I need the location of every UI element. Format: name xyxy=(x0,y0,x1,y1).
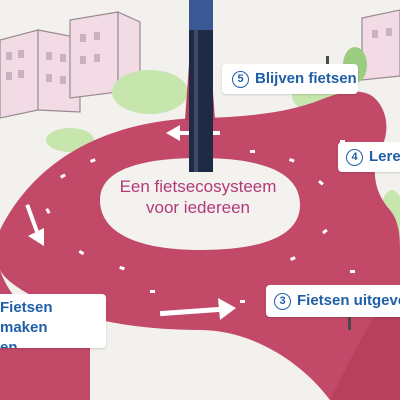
building-windows xyxy=(6,28,392,84)
center-island xyxy=(100,158,300,250)
bollard-icon xyxy=(326,56,351,330)
sign-label: Blijven fietsen xyxy=(255,70,357,87)
sign-number-badge: 4 xyxy=(346,149,363,166)
sign-fietsen-uitgeven: 3 Fietsen uitgeven xyxy=(266,285,400,317)
road-markings xyxy=(45,140,355,303)
sign-number-badge: 3 xyxy=(274,293,291,310)
sign-label-line2: en onderhouden xyxy=(0,339,18,348)
arrow-down-icon xyxy=(25,204,44,246)
center-title-line1: Een fietsecosysteem xyxy=(119,177,277,196)
center-title-line2: voor iedereen xyxy=(146,198,250,217)
sign-label: Leren xyxy=(369,148,400,165)
arrow-right-icon xyxy=(159,298,236,320)
sign-leren: 4 Leren xyxy=(338,142,400,172)
sign-label: Fietsen uitgeven xyxy=(297,292,400,309)
sign-label-line1: Fietsen maken xyxy=(0,299,53,336)
center-title: Een fietsecosysteem voor iedereen xyxy=(100,176,296,218)
building-icon xyxy=(0,9,400,119)
sign-blijven-fietsen: 5 Blijven fietsen xyxy=(222,64,358,94)
sign-fietsen-maken: Fietsen maken en onderhouden xyxy=(0,294,106,348)
pole-icon xyxy=(189,0,213,172)
sign-number-badge: 5 xyxy=(232,71,249,88)
